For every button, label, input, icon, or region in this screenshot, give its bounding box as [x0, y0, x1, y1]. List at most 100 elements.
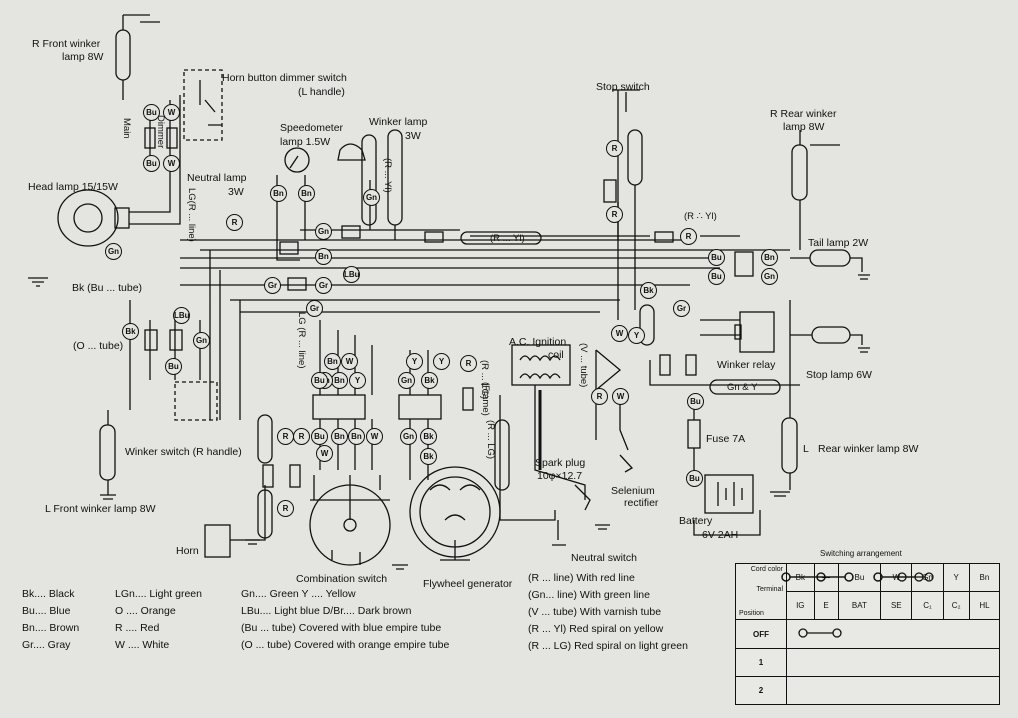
wire-code-marker: Gn: [363, 189, 380, 206]
wire-code-marker: Bk: [421, 372, 438, 389]
label-horn-dimmer-2: (L handle): [298, 86, 345, 98]
wire-code-marker: Bu: [143, 104, 160, 121]
label-stop-lamp: Stop lamp 6W: [806, 369, 872, 381]
legend-item: LBu.... Light blue D/Br.... Dark brown: [241, 605, 412, 617]
position-1-connections: [780, 571, 1000, 677]
label-winker-lamp: Winker lamp: [369, 116, 428, 128]
wire-code-marker: W: [163, 104, 180, 121]
label-fuse: Fuse 7A: [706, 433, 746, 445]
terminal-cell: C₂: [942, 591, 970, 620]
wire-code-marker: Bu: [708, 268, 725, 285]
connection-off: [798, 628, 842, 638]
wire-code-marker: Y: [628, 327, 645, 344]
wire-code-marker: Gr: [264, 277, 281, 294]
wire-code-marker: R: [591, 388, 608, 405]
label-rear-winker-l: L: [803, 443, 809, 455]
wire-code-marker: Gn: [761, 268, 778, 285]
label-stop-switch: Stop switch: [596, 81, 650, 93]
legend-item: R .... Red: [115, 622, 160, 634]
wire-code-marker: R: [277, 500, 294, 517]
label-r-rear-winker: R Rear winker: [770, 108, 837, 120]
label-bk-bu-tube: Bk (Bu ... tube): [72, 282, 143, 294]
label-r-yl-vert: (R ... Yl): [382, 158, 393, 193]
legend-item: (R ... Yl) Red spiral on yellow: [528, 623, 664, 635]
wire-code-marker: Bn: [761, 249, 778, 266]
label-winker-relay: Winker relay: [717, 359, 776, 371]
label-flywheel: Flywheel generator: [423, 578, 513, 590]
legend-item: O .... Orange: [115, 605, 176, 617]
wire-code-marker: Bn: [298, 185, 315, 202]
wire-code-marker: Y: [349, 372, 366, 389]
legend-item: (R ... line) With red line: [528, 572, 635, 584]
label-battery: Battery: [679, 515, 713, 527]
legend-item: (Bu ... tube) Covered with blue empire t…: [241, 622, 442, 634]
wire-code-marker: Gr: [306, 300, 323, 317]
label-r-yl-spiral: (R ... Yl): [490, 233, 525, 244]
terminal-cell: HL: [968, 591, 1001, 620]
label-spark-plug-2: 10φ×12.7: [537, 470, 583, 482]
terminal-cell: IG: [786, 591, 815, 620]
position-cell: 2: [735, 676, 787, 705]
switching-corner-cell: Cord color Terminal Position: [735, 563, 787, 620]
wire-code-marker: Bu: [708, 249, 725, 266]
switching-arrangement-table: Cord color Terminal Position Bk — Bu W G…: [735, 563, 1001, 705]
wire-code-marker: Bu: [311, 372, 328, 389]
terminal-cell: E: [813, 591, 839, 620]
label-r-front-winker-2: lamp 8W: [62, 51, 104, 63]
terminal-cell: BAT: [837, 591, 882, 620]
label-main: Main: [121, 118, 132, 139]
legend-column-4: (R ... line) With red line (Gn... line) …: [528, 570, 688, 655]
label-battery-2: 6V 2AH: [702, 529, 739, 541]
wire-code-marker: Bu: [687, 393, 704, 410]
label-neutral-switch: Neutral switch: [571, 552, 637, 564]
label-speedo: Speedometer: [280, 122, 344, 134]
legend-item: Gr.... Gray: [22, 639, 71, 651]
label-lgr-line: LG(R ... line): [186, 188, 197, 242]
label-gn-y: Gn & Y: [727, 382, 758, 393]
wire-code-marker: Bk: [640, 282, 657, 299]
position-2-connections: [780, 571, 1000, 705]
wire-code-marker: Gn: [193, 332, 210, 349]
wire-code-marker: R: [277, 428, 294, 445]
wire-code-marker: R: [226, 214, 243, 231]
wire-code-marker: Bu: [686, 470, 703, 487]
label-frame: (Frame): [480, 382, 491, 416]
wire-code-marker: Bu: [143, 155, 160, 172]
label-r-yl-upper: (R ∴ Yl): [684, 211, 717, 222]
wire-code-marker: W: [366, 428, 383, 445]
wire-code-marker: Bk: [122, 323, 139, 340]
wire-code-marker: W: [612, 388, 629, 405]
label-r-lg: (R ... LG): [485, 420, 496, 460]
wire-code-marker: R: [680, 228, 697, 245]
legend-item: (O ... tube) Covered with orange empire …: [241, 639, 450, 651]
label-rear-winker-8w: Rear winker lamp 8W: [818, 443, 919, 455]
terminal-cell: C₁: [911, 591, 944, 620]
wire-code-marker: Gr: [315, 277, 332, 294]
label-neutral-lamp-2: 3W: [228, 186, 244, 198]
wire-code-marker: Gr: [673, 300, 690, 317]
wire-code-marker: Bn: [270, 185, 287, 202]
terminal-cell: SE: [880, 591, 913, 620]
label-v-tube: (V ... tube): [578, 343, 589, 388]
switching-title: Switching arrangement: [820, 549, 902, 558]
wire-code-marker: Bu: [311, 428, 328, 445]
connection-2: [780, 571, 934, 582]
position-off-connections: [786, 619, 1000, 649]
wire-code-marker: Gn: [398, 372, 415, 389]
label-selenium: Selenium: [611, 485, 655, 497]
wire-code-marker: W: [341, 353, 358, 370]
wire-code-marker: Bn: [331, 372, 348, 389]
wire-code-marker: W: [611, 325, 628, 342]
legend-item: Bu.... Blue: [22, 605, 71, 617]
label-selenium-2: rectifier: [624, 497, 659, 509]
wire-code-marker: Bk: [420, 428, 437, 445]
wire-code-marker: R: [293, 428, 310, 445]
wire-code-marker: W: [316, 445, 333, 462]
wire-code-marker: Gn: [400, 428, 417, 445]
position-cell: 1: [735, 648, 787, 677]
cord-color-cell: —: [813, 563, 839, 592]
label-winker-switch: Winker switch (R handle): [125, 446, 242, 458]
position-cell: OFF: [735, 619, 787, 649]
wire-code-marker: R: [606, 206, 623, 223]
wire-code-marker: R: [460, 355, 477, 372]
